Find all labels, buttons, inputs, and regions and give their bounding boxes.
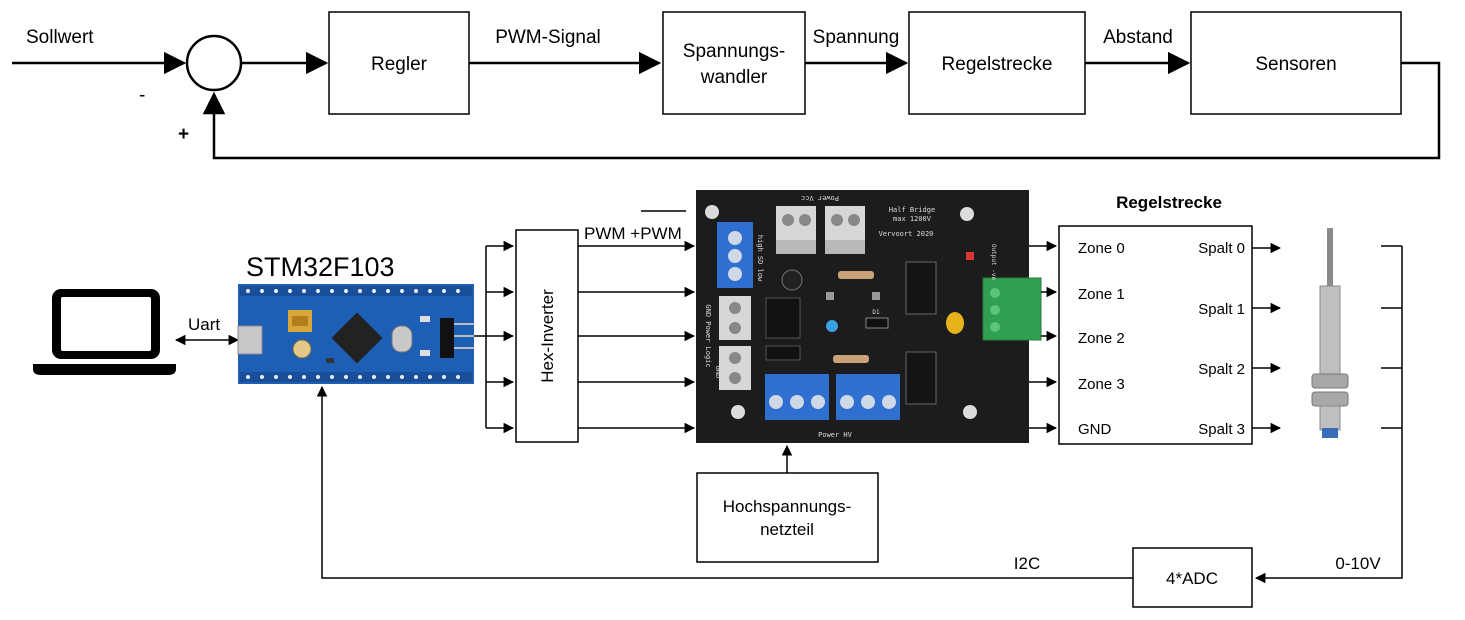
gap-0: Spalt 0 <box>1198 240 1245 257</box>
regler-block <box>328 11 470 115</box>
uart-label: Uart <box>188 315 220 334</box>
gap-2: Spalt 2 <box>1198 361 1245 378</box>
i2c-label: I2C <box>1014 554 1040 573</box>
wandler-label-2: wandler <box>700 67 768 88</box>
regelstrecke-block <box>908 11 1086 115</box>
hv-supply-block <box>696 472 879 563</box>
wandler-label-1: Spannungs- <box>683 41 785 62</box>
abstand-label: Abstand <box>1103 27 1173 48</box>
gap-3: Spalt 3 <box>1198 421 1245 438</box>
zone-2: Zone 2 <box>1078 330 1125 347</box>
hv-supply-label-1: Hochspannungs- <box>723 497 852 516</box>
board-d1: D1 <box>872 309 880 316</box>
board-power-vcc: Power Vcc <box>801 194 839 202</box>
adc-block <box>1132 547 1253 608</box>
regler-label: Regler <box>371 54 428 75</box>
zone-1: Zone 1 <box>1078 286 1125 303</box>
board-power-hv: Power HV <box>818 431 853 439</box>
half-bridge-board: Half Bridge max 1200V Vervoort 2020 Powe… <box>696 190 1042 443</box>
distance-sensor-icon <box>1311 228 1349 438</box>
sensor-output-wires <box>1254 245 1403 584</box>
zone-0: Zone 0 <box>1078 240 1125 257</box>
plant-block <box>1058 225 1253 445</box>
adc-label: 4*ADC <box>1166 569 1218 588</box>
hex-inverter-label: Hex-Inverter <box>538 289 557 383</box>
board-title-2: max 1200V <box>893 215 932 223</box>
bridge-to-plant-wires <box>1029 240 1058 434</box>
mcu-title: STM32F103 <box>246 252 395 282</box>
plant-to-sensor-arrows <box>1252 242 1282 434</box>
board-title-1: Half Bridge <box>889 206 935 214</box>
inverter-to-bridge-wires <box>578 240 696 434</box>
stm32-board <box>237 284 474 384</box>
plus-sign: + <box>178 124 189 145</box>
summing-junction <box>185 34 243 92</box>
minus-sign: - <box>139 85 145 106</box>
plant-title: Regelstrecke <box>1116 193 1222 212</box>
spannung-label: Spannung <box>813 27 900 48</box>
feedback-line <box>202 61 1441 160</box>
i2c-line <box>316 385 1133 579</box>
laptop-icon <box>33 289 176 375</box>
zone-gnd: GND <box>1078 421 1112 438</box>
regelstrecke-label: Regelstrecke <box>942 54 1053 75</box>
board-output-neg: Output -ve <box>990 244 997 281</box>
board-author: Vervoort 2020 <box>879 230 934 238</box>
zone-3: Zone 3 <box>1078 376 1125 393</box>
gap-1: Spalt 1 <box>1198 301 1245 318</box>
wandler-block <box>662 11 806 115</box>
board-high-sd-low: high SD low <box>756 235 764 282</box>
pwm-label: PWM +PWM <box>584 224 682 243</box>
mcu-to-inverter-wires <box>474 240 515 434</box>
pwm-signal-label: PWM-Signal <box>495 27 601 48</box>
voltage-range-label: 0-10V <box>1335 554 1381 573</box>
top-loop <box>12 11 1441 160</box>
hv-supply-label-2: netzteil <box>760 520 814 539</box>
sensoren-label: Sensoren <box>1255 54 1336 75</box>
board-gnd-power-logic: GND Power Logic <box>704 304 712 367</box>
sollwert-label: Sollwert <box>26 27 94 48</box>
board-gnd: GND <box>714 366 722 379</box>
